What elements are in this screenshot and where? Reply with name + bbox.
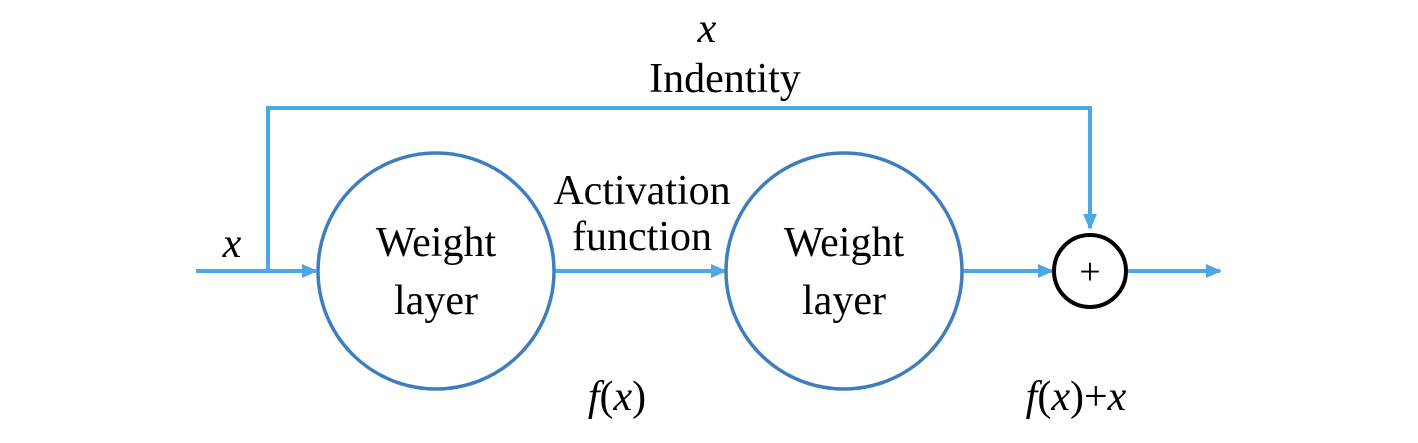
fx-label: f(x) — [588, 374, 646, 420]
fx-plus-x-label: f(x)+x — [1026, 374, 1127, 420]
activation-label-line2: function — [572, 214, 712, 260]
fxpx-x: x — [1050, 374, 1070, 420]
fxpx-close-plus: )+ — [1070, 374, 1108, 420]
weight-layer-2-label-line2: layer — [802, 278, 886, 324]
weight-layer-1-node — [316, 151, 556, 391]
fx-open: ( — [600, 374, 614, 420]
skip-connection-line — [266, 106, 1097, 271]
input-symbol-x: x — [222, 221, 242, 267]
weight-layer-1-label-line2: layer — [394, 278, 478, 324]
sum-symbol: + — [1079, 251, 1100, 293]
fxpx-x2: x — [1107, 374, 1127, 420]
weight-layer-2-node — [724, 151, 964, 391]
weight-layer-1-label-line1: Weight — [376, 220, 497, 266]
weight-layer-2-label-line1: Weight — [784, 220, 905, 266]
fxpx-open: ( — [1037, 374, 1051, 420]
activation-label-line1: Activation — [553, 168, 730, 214]
fx-close: ) — [632, 374, 646, 420]
fx-x: x — [613, 374, 633, 420]
skip-symbol-x: x — [697, 6, 717, 52]
sum-node — [1052, 233, 1128, 309]
skip-identity-label: Indentity — [649, 56, 801, 102]
